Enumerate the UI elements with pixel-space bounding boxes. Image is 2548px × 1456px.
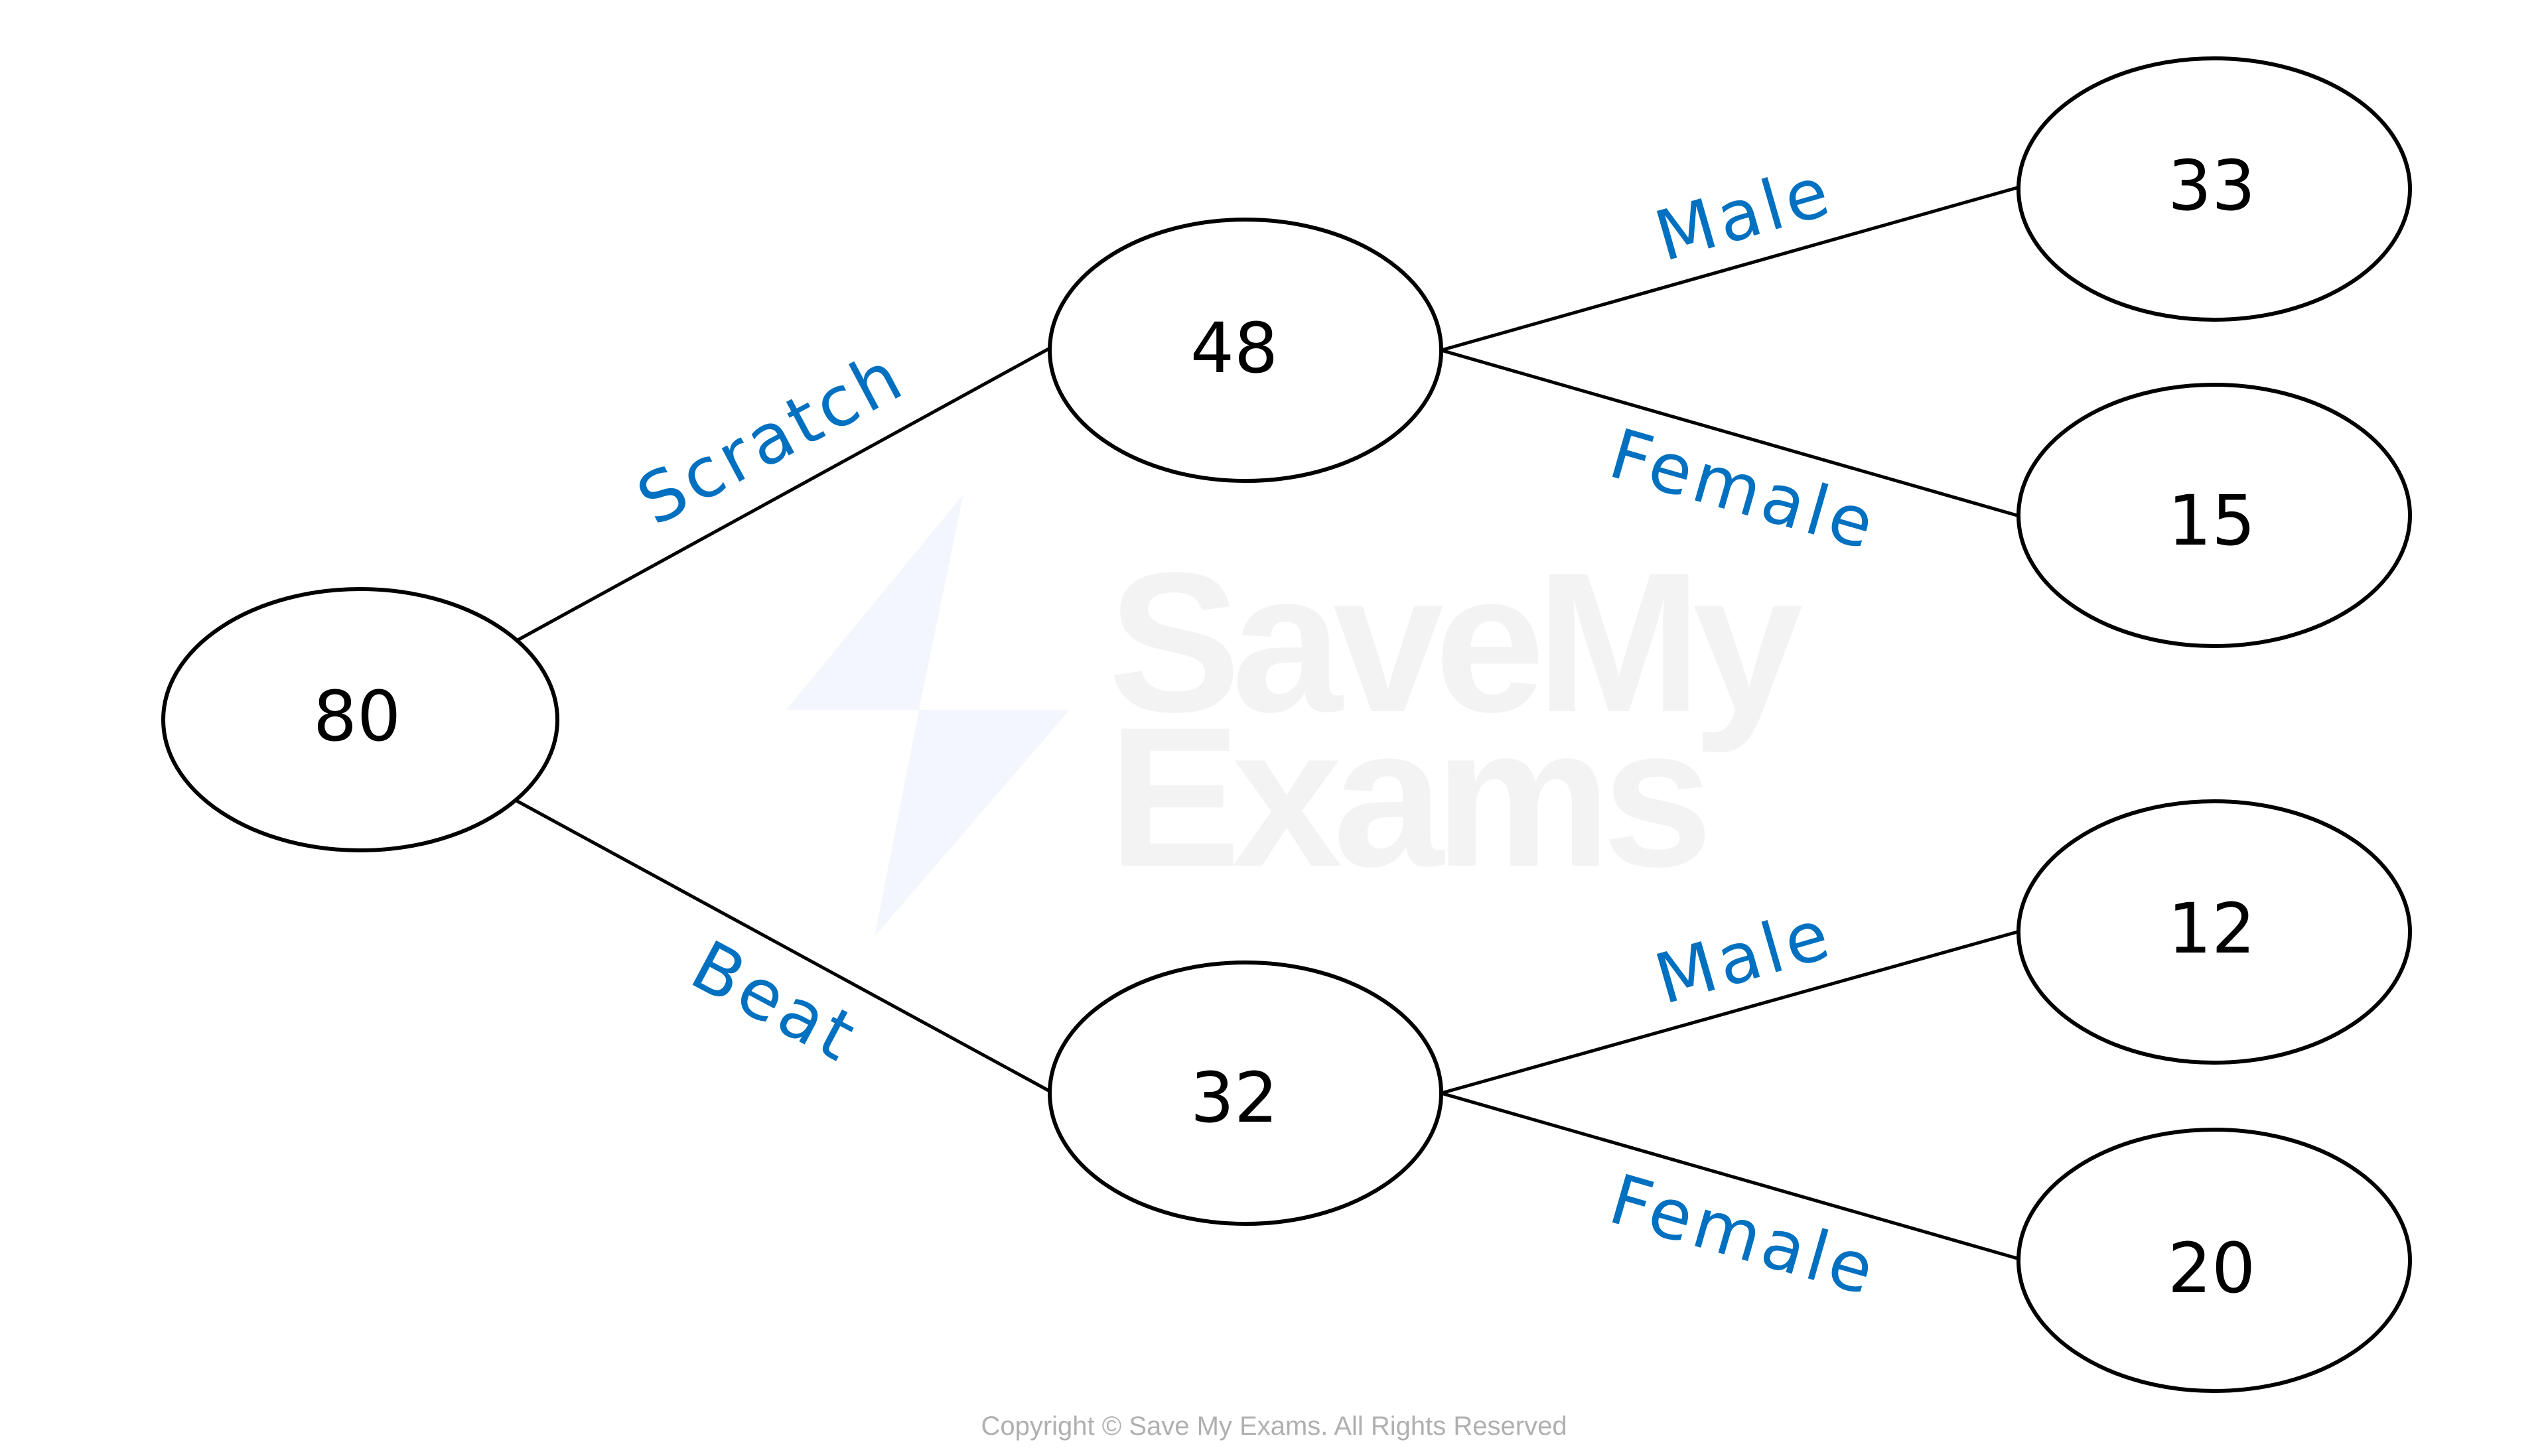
branch-line-scratch-female <box>1439 348 2019 517</box>
node-ellipse <box>1048 218 1443 483</box>
branch-line-scratch <box>516 346 1052 642</box>
branch-label-scratch: Scratch <box>624 334 918 541</box>
branch-line-beat-male <box>1439 930 2019 1095</box>
node-ellipse <box>2017 1128 2412 1393</box>
branch-label-beat-male: Male <box>1646 893 1841 1020</box>
node-scratch: 48 <box>1048 218 1443 483</box>
node-beat-female: 20 <box>2017 1128 2412 1393</box>
node-ellipse <box>2017 799 2412 1065</box>
copyright-notice: Copyright © Save My Exams. All Rights Re… <box>981 1412 1567 1441</box>
branch-line-scratch-male <box>1439 186 2019 352</box>
node-value: 48 <box>1190 308 1278 389</box>
watermark: SaveMy Exams <box>786 494 1813 937</box>
node-ellipse <box>2017 383 2412 648</box>
node-value: 15 <box>2168 480 2255 561</box>
node-beat-male: 12 <box>2017 799 2412 1065</box>
node-value: 20 <box>2168 1228 2255 1309</box>
watermark-bolt-icon <box>786 494 1070 937</box>
node-value: 80 <box>313 676 401 757</box>
branch-label-scratch-male: Male <box>1646 150 1841 277</box>
node-value: 33 <box>2168 145 2255 226</box>
node-ellipse <box>2017 56 2412 322</box>
branch-label-beat: Beat <box>679 925 871 1079</box>
branch-line-beat <box>516 799 1052 1093</box>
node-beat: 32 <box>1048 960 1443 1226</box>
branch-line-beat-female <box>1439 1091 2019 1260</box>
watermark-line-1: SaveMy <box>1108 531 1804 755</box>
node-value: 12 <box>2168 888 2255 969</box>
node-scratch-male: 33 <box>2017 56 2412 322</box>
node-ellipse <box>1048 960 1443 1226</box>
node-root: 80 <box>161 587 559 852</box>
watermark-line-2: Exams <box>1108 685 1705 908</box>
node-scratch-female: 15 <box>2017 383 2412 648</box>
node-ellipse <box>161 587 559 852</box>
node-value: 32 <box>1190 1057 1278 1138</box>
